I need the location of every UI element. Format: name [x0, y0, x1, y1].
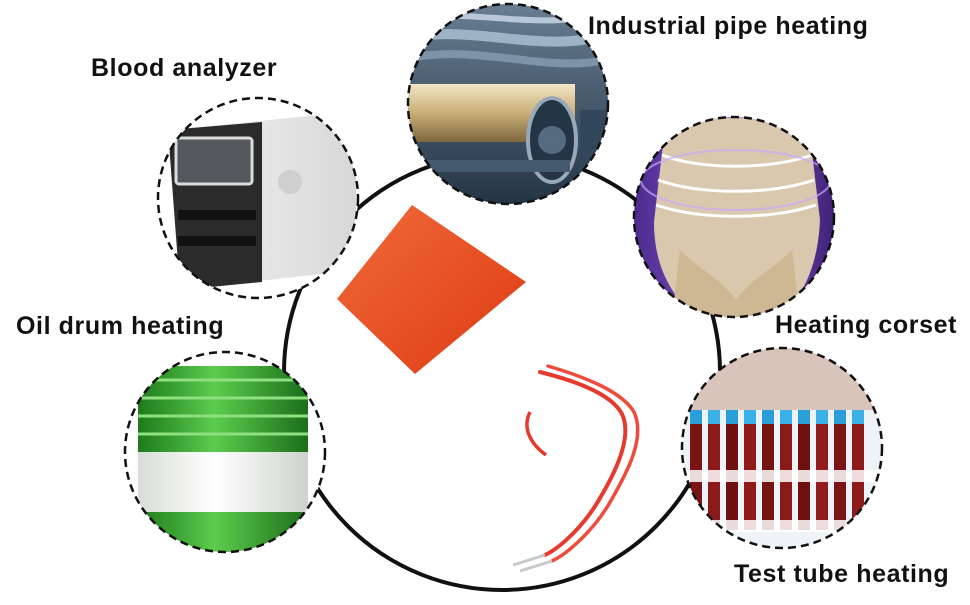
- label-test-tube-heating: Test tube heating: [734, 560, 950, 588]
- industrial-pipe-icon: [406, 2, 610, 206]
- silicone-heater-pad-icon: [337, 205, 640, 573]
- label-blood-analyzer: Blood analyzer: [91, 54, 278, 82]
- blood-analyzer-icon: [156, 96, 360, 300]
- label-industrial-pipe-heating: Industrial pipe heating: [588, 12, 869, 40]
- label-heating-corset: Heating corset: [775, 311, 958, 339]
- label-oil-drum-heating: Oil drum heating: [16, 312, 225, 340]
- oil-drum-icon: [123, 350, 327, 554]
- test-tube-rack-icon: [680, 346, 884, 550]
- heating-corset-icon: [632, 115, 836, 319]
